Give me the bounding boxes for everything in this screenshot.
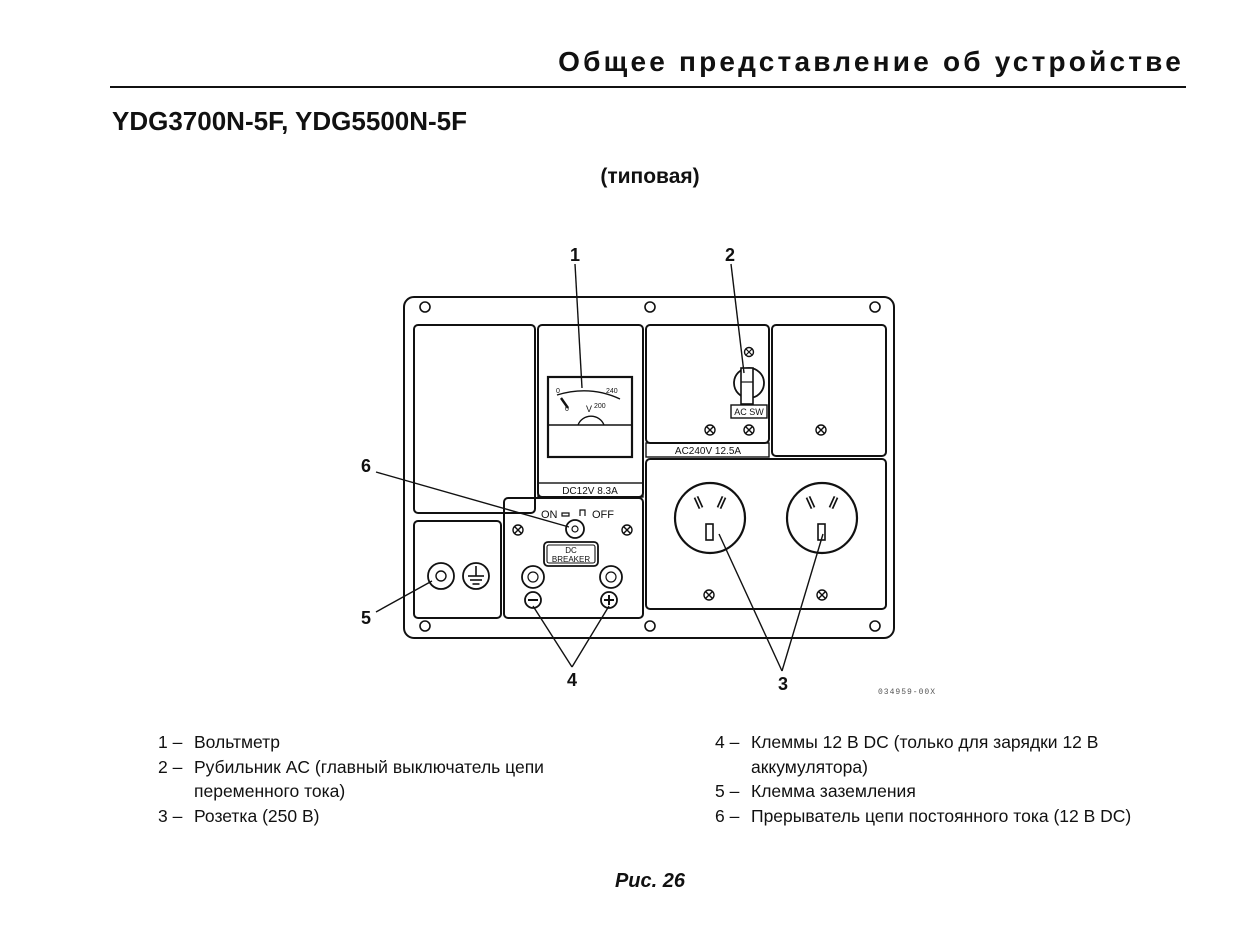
dc-panel bbox=[503, 497, 644, 619]
ground-terminal bbox=[427, 562, 490, 590]
callout-5: 5 bbox=[361, 608, 371, 628]
legend-number: 2 – bbox=[158, 756, 183, 777]
ac-rating-label: AC240V 12.5A bbox=[675, 446, 741, 457]
figure-subtitle: (типовая) bbox=[600, 165, 700, 188]
legend-left: 1 – Вольтметр 2 – Рубильник AC (главный вы… bbox=[158, 730, 638, 828]
dc-breaker-label-2: BREAKER bbox=[552, 555, 590, 564]
ac-outlet-2 bbox=[785, 481, 859, 555]
legend-right: 4 – Клеммы 12 В DC (только для зарядки 12… bbox=[715, 730, 1175, 828]
legend-text: Рубильник AC (главный выключатель цепи п… bbox=[194, 756, 544, 802]
voltmeter-tick-240: 240 bbox=[606, 388, 618, 395]
breaker-on-label: ON bbox=[541, 509, 558, 521]
dc-rating-plate bbox=[537, 482, 644, 498]
legend-item: 3 – Розетка (250 В) bbox=[158, 804, 638, 829]
legend-item: 5 – Клемма заземления bbox=[715, 779, 1175, 804]
legend-item: 1 – Вольтметр bbox=[158, 730, 638, 755]
dc-rating-label: DC12V 8.3A bbox=[562, 486, 618, 497]
outlet-panel bbox=[645, 458, 887, 610]
ground-panel bbox=[413, 520, 502, 619]
legend-text: Клеммы 12 В DC (только для зарядки 12 В … bbox=[751, 732, 1099, 777]
panel-screws bbox=[512, 424, 828, 601]
legend-number: 3 – bbox=[158, 805, 183, 826]
voltmeter-tick-200: 200 bbox=[594, 403, 606, 410]
voltmeter-tick-0-inner: 0 bbox=[565, 406, 569, 413]
model-title: YDG3700N-5F, YDG5500N-5F bbox=[112, 106, 468, 136]
legend-number: 1 – bbox=[158, 732, 183, 752]
voltmeter-needle bbox=[560, 397, 569, 409]
ac-switch: AC SW bbox=[730, 346, 768, 419]
legend-number: 6 – bbox=[715, 805, 740, 826]
voltmeter-tick-0: 0 bbox=[556, 388, 560, 395]
legend-number: 4 – bbox=[715, 732, 740, 752]
blank-panel-left bbox=[413, 324, 536, 514]
blank-panel-right bbox=[771, 324, 887, 457]
voltmeter: 0 0 240 200 V bbox=[546, 375, 634, 459]
breaker-off-label: OFF bbox=[592, 509, 614, 521]
dc-breaker-label-1: DC bbox=[565, 546, 577, 555]
legend-item: 4 – Клеммы 12 В DC (только для зарядки 12… bbox=[715, 730, 1175, 779]
section-title: Общее представление об устройстве bbox=[558, 46, 1184, 77]
ac-outlet-1 bbox=[673, 481, 747, 555]
callout-2: 2 bbox=[725, 245, 735, 265]
legend-number: 5 – bbox=[715, 781, 740, 801]
voltmeter-unit: V bbox=[586, 404, 592, 414]
ac-switch-label: AC SW bbox=[734, 407, 764, 417]
callout-6: 6 bbox=[361, 456, 371, 476]
header-rule bbox=[110, 86, 1186, 88]
figure-code: 034959-00X bbox=[878, 688, 936, 697]
legend-item: 6 – Прерыватель цепи постоянного тока (12… bbox=[715, 804, 1175, 829]
callout-4: 4 bbox=[567, 670, 577, 690]
legend-text: Вольтметр bbox=[194, 732, 280, 752]
callout-leaders bbox=[375, 263, 824, 672]
ac-rating-plate bbox=[645, 442, 770, 458]
callout-1: 1 bbox=[570, 245, 580, 265]
legend-item: 2 – Рубильник AC (главный выключатель цеп… bbox=[158, 755, 638, 804]
panel-frame bbox=[403, 296, 895, 639]
callout-3: 3 bbox=[778, 674, 788, 694]
legend-text: Прерыватель цепи постоянного тока (12 В … bbox=[751, 805, 1132, 826]
dc-breaker: ON OFF DC BREAKER bbox=[541, 509, 614, 567]
figure-caption: Рис. 26 bbox=[614, 870, 686, 892]
legend-text: Розетка (250 В) bbox=[194, 805, 320, 826]
legend-text: Клемма заземления bbox=[751, 781, 916, 801]
panel-mounting-holes bbox=[419, 301, 881, 632]
dc-terminals bbox=[521, 565, 623, 609]
